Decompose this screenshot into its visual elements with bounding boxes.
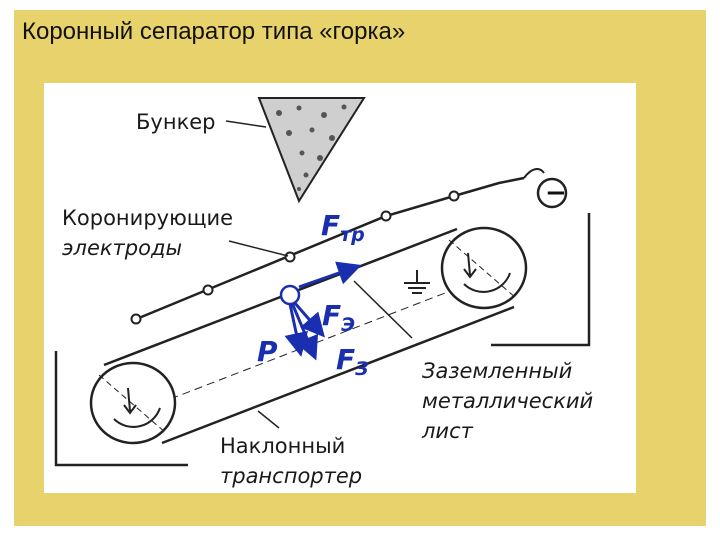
corona-electrode-wire bbox=[130, 176, 525, 325]
grounded-sheet-label-line3: лист bbox=[421, 419, 474, 443]
particle-forces bbox=[279, 261, 362, 361]
slide: Коронный сепаратор типа «горка» bbox=[14, 10, 706, 526]
negative-sign: − bbox=[545, 178, 567, 208]
lower-roller bbox=[89, 361, 177, 445]
electrode-node bbox=[380, 210, 392, 222]
electrode-node bbox=[202, 284, 214, 296]
electrodes-label-line2: электроды bbox=[62, 236, 182, 260]
gravity-force-label: P bbox=[257, 335, 278, 368]
bunker-label: Бункер bbox=[136, 110, 216, 134]
particle bbox=[279, 284, 301, 306]
negative-terminal: − bbox=[523, 168, 568, 209]
grounded-sheet-frame bbox=[54, 213, 591, 467]
inclined-conveyor bbox=[89, 226, 528, 445]
electrodes-label-line1: Коронирующие bbox=[62, 206, 233, 230]
electric-force-label: FЭ bbox=[322, 299, 355, 336]
bunker-hopper bbox=[225, 97, 366, 204]
conveyor-label-line2: транспортер bbox=[220, 464, 362, 488]
grounded-sheet-label-line1: Заземленный bbox=[422, 359, 572, 383]
friction-arrow bbox=[298, 261, 362, 289]
friction-force-label: Fтр bbox=[321, 209, 365, 246]
conveyor-label-line1: Наклонный bbox=[220, 434, 345, 458]
grounded-sheet-label-line2: металлический bbox=[422, 389, 593, 413]
diagram-panel: − bbox=[44, 83, 636, 493]
slide-title: Коронный сепаратор типа «горка» bbox=[22, 18, 406, 45]
electrode-node bbox=[284, 251, 296, 263]
electrode-node bbox=[130, 313, 142, 325]
electric-force-arrow bbox=[292, 301, 325, 338]
ground-force-label: FЗ bbox=[336, 343, 369, 380]
electrode-node bbox=[448, 190, 460, 202]
ground-symbol-icon bbox=[404, 270, 430, 294]
separator-diagram: − bbox=[54, 97, 593, 488]
